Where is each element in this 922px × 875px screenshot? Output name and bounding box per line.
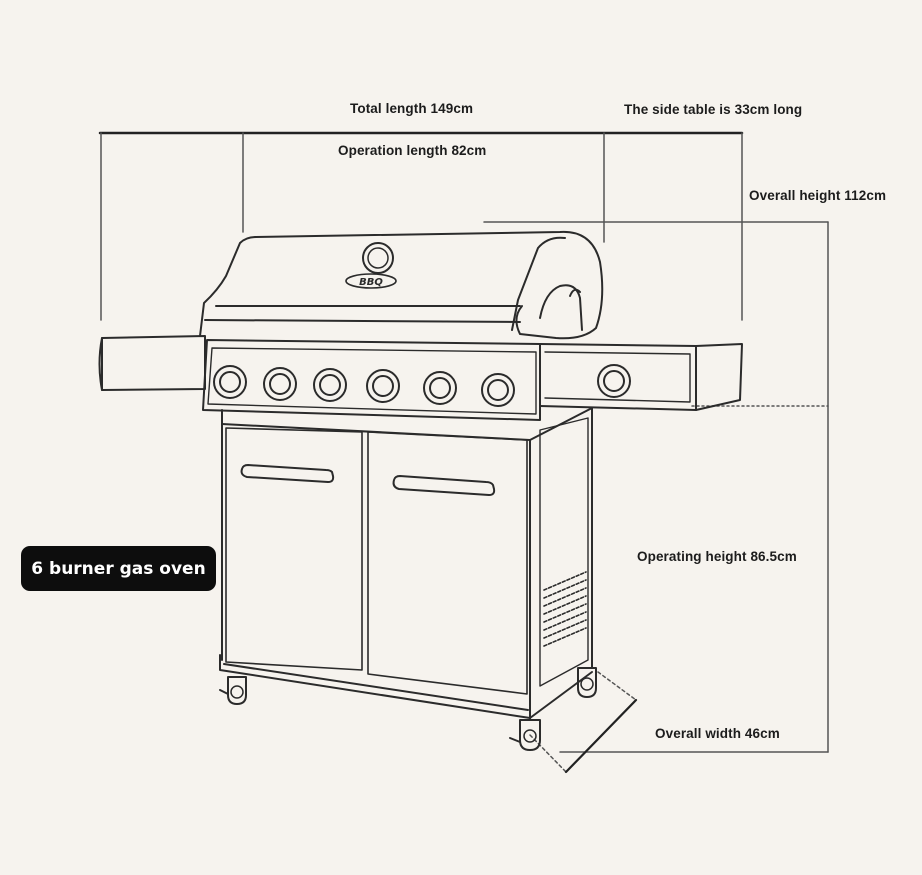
dimension-lines [98,131,829,774]
vent-slot-row [543,619,587,639]
burner-knob-2 [263,367,297,401]
side-burner-knob [597,364,631,398]
burner-knob-5 [423,371,457,405]
operating-height-label: Operating height 86.5cm [637,549,797,564]
cart-body [221,407,593,721]
caster-rear-right [577,667,597,698]
burner-knob-6 [481,373,515,407]
product-badge: 6 burner gas oven [21,546,216,591]
control-panel [202,339,541,421]
vent-slot-row [543,611,587,631]
thermometer-icon [362,242,394,274]
burner-knob-3 [313,368,347,402]
left-side-shelf [98,335,206,391]
overall-width-label: Overall width 46cm [655,726,780,741]
right-side-shelf [539,343,743,411]
vent-slot-row [543,579,587,599]
width-dash-a [597,671,637,701]
width-dash-b [529,734,567,773]
side-table-label: The side table is 33cm long [624,102,803,117]
burner-knob-1 [213,365,247,399]
vent-slot-row [543,587,587,607]
base-frame [219,654,593,719]
operation-length-label: Operation length 82cm [338,143,487,158]
bbq-emblem-text: BBQ [359,277,383,288]
vent-slot-row [543,595,587,615]
vent-slot-row [543,603,587,623]
left-door-handle [240,464,335,483]
total-length-label: Total length 149cm [350,101,474,116]
burner-knob-4 [366,369,400,403]
grill-lid [199,230,604,340]
caster-front-left [219,676,247,705]
right-door-handle [392,475,496,496]
width-line [564,698,638,774]
vent-slot-row [543,627,587,647]
caster-front-right [509,719,541,751]
vent-slots [543,571,587,647]
bbq-emblem [345,273,397,289]
vent-slot-row [543,571,587,591]
overall-height-label: Overall height 112cm [749,188,887,203]
